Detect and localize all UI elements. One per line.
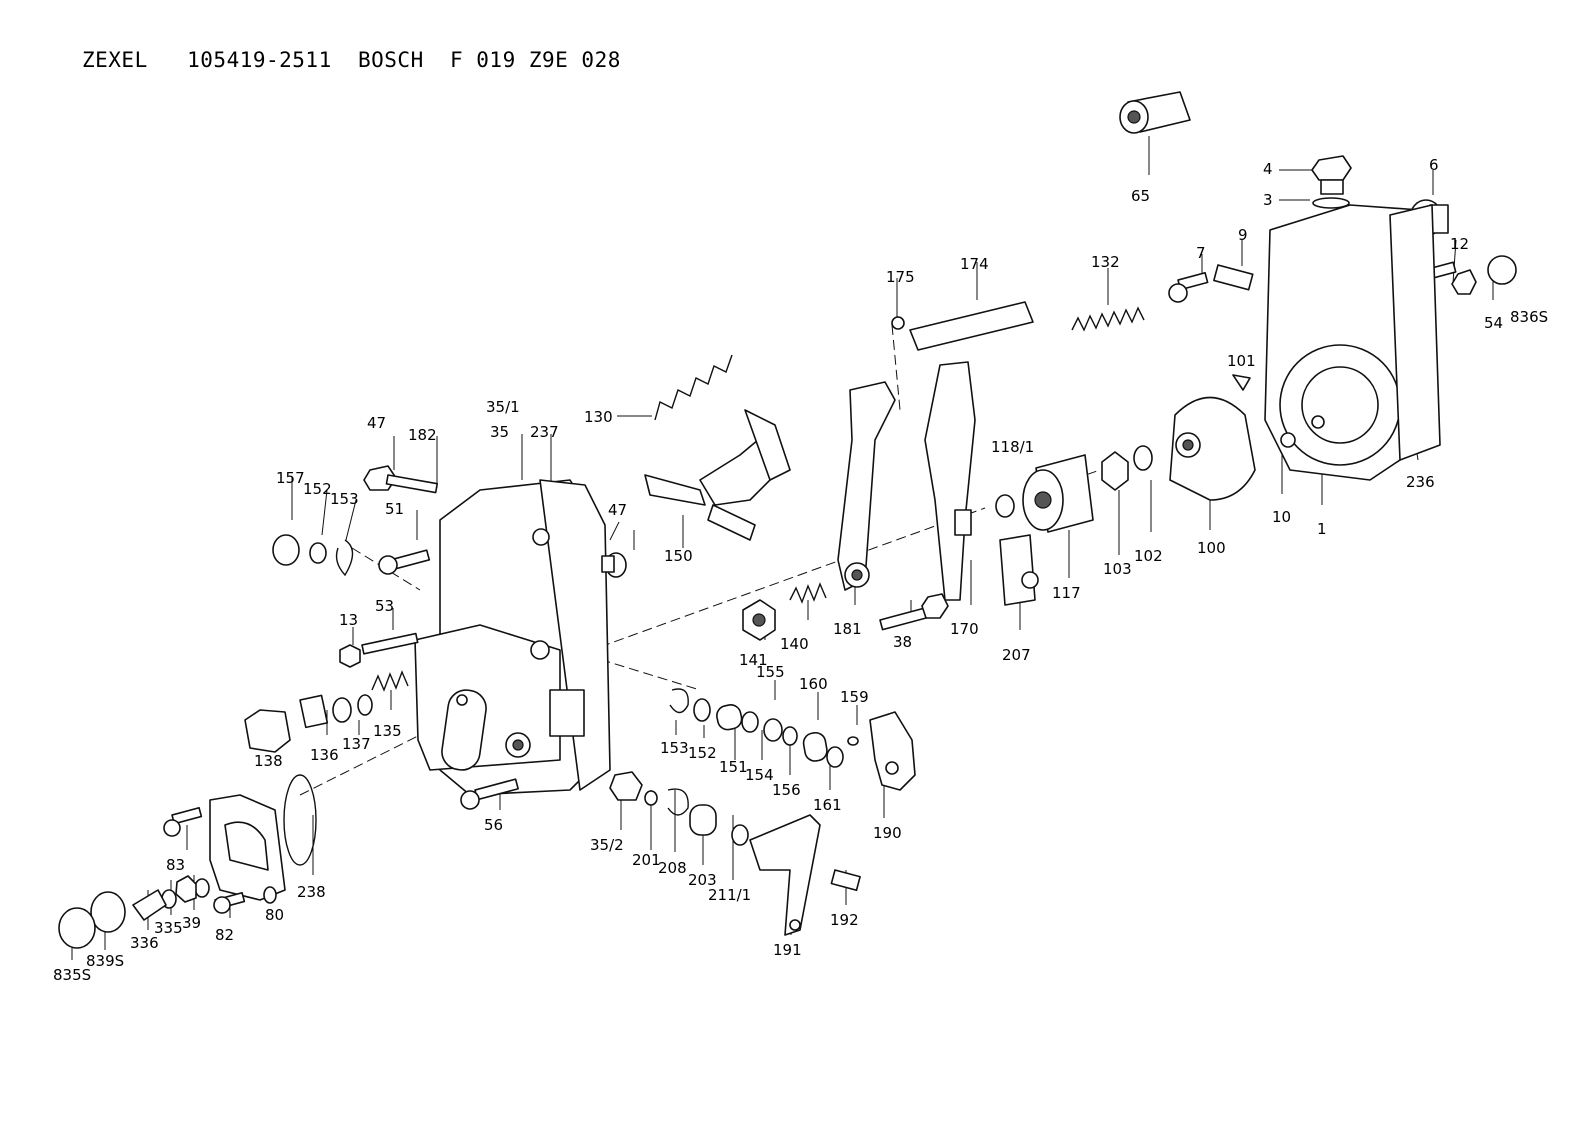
callout-label: 152 — [688, 744, 717, 762]
callout-label: 191 — [773, 941, 802, 959]
callout-label: 236 — [1406, 473, 1435, 491]
callout-label: 118/1 — [991, 438, 1034, 456]
callout-label: 182 — [408, 426, 437, 444]
callout-label: 201 — [632, 851, 661, 869]
callout-label: 80 — [265, 906, 284, 924]
callout-label: 35/2 — [590, 836, 624, 854]
callout-labels: 65 4 3 6 12 54 836S 7 9 101 10 1 236 132… — [53, 156, 1548, 984]
callout-label: 47 — [608, 501, 627, 519]
callout-label: 836S — [1510, 308, 1548, 326]
callout-label: 155 — [756, 663, 785, 681]
callout-label: 141 — [739, 651, 768, 669]
callout-label: 39 — [182, 914, 201, 932]
callout-label: 4 — [1263, 160, 1273, 178]
parts — [58, 91, 1517, 949]
callout-label: 238 — [297, 883, 326, 901]
callout-label: 207 — [1002, 646, 1031, 664]
callout-label: 157 — [276, 469, 305, 487]
callout-label: 208 — [658, 859, 687, 877]
callout-label: 101 — [1227, 352, 1256, 370]
callout-label: 10 — [1272, 508, 1291, 526]
callout-label: 7 — [1196, 244, 1206, 262]
callout-label: 839S — [86, 952, 124, 970]
callout-label: 159 — [840, 688, 869, 706]
callout-label: 56 — [484, 816, 503, 834]
callout-label: 102 — [1134, 547, 1163, 565]
callout-label: 175 — [886, 268, 915, 286]
callout-label: 152 — [303, 480, 332, 498]
callout-label: 174 — [960, 255, 989, 273]
callout-label: 65 — [1131, 187, 1150, 205]
callout-label: 103 — [1103, 560, 1132, 578]
callout-label: 35/1 — [486, 398, 520, 416]
callout-label: 51 — [385, 500, 404, 518]
callout-label: 211/1 — [708, 886, 751, 904]
callout-label: 336 — [130, 934, 159, 952]
callout-label: 12 — [1450, 235, 1469, 253]
callout-label: 132 — [1091, 253, 1120, 271]
callout-label: 154 — [745, 766, 774, 784]
callout-label: 156 — [772, 781, 801, 799]
callout-label: 138 — [254, 752, 283, 770]
callout-label: 170 — [950, 620, 979, 638]
callout-label: 151 — [719, 758, 748, 776]
callout-label: 35 — [490, 423, 509, 441]
callout-label: 130 — [584, 408, 613, 426]
callout-label: 203 — [688, 871, 717, 889]
callout-label: 3 — [1263, 191, 1273, 209]
callout-label: 237 — [530, 423, 559, 441]
callout-label: 835S — [53, 966, 91, 984]
callout-label: 153 — [330, 490, 359, 508]
callout-label: 82 — [215, 926, 234, 944]
callout-label: 190 — [873, 824, 902, 842]
callout-label: 38 — [893, 633, 912, 651]
callout-label: 9 — [1238, 226, 1248, 244]
callout-label: 100 — [1197, 539, 1226, 557]
callout-label: 1 — [1317, 520, 1327, 538]
callout-label: 335 — [154, 919, 183, 937]
callout-label: 117 — [1052, 584, 1081, 602]
callout-label: 13 — [339, 611, 358, 629]
callout-label: 161 — [813, 796, 842, 814]
callout-label: 47 — [367, 414, 386, 432]
callout-label: 135 — [373, 722, 402, 740]
callout-label: 181 — [833, 620, 862, 638]
callout-label: 83 — [166, 856, 185, 874]
callout-label: 54 — [1484, 314, 1503, 332]
callout-label: 6 — [1429, 156, 1439, 174]
callout-label: 53 — [375, 597, 394, 615]
callout-label: 192 — [830, 911, 859, 929]
callout-label: 140 — [780, 635, 809, 653]
diagram-title: ZEXEL 105419-2511 BOSCH F 019 Z9E 028 — [82, 48, 621, 72]
callout-label: 137 — [342, 735, 371, 753]
callout-label: 153 — [660, 739, 689, 757]
callout-label: 160 — [799, 675, 828, 693]
callout-label: 136 — [310, 746, 339, 764]
callout-label: 150 — [664, 547, 693, 565]
